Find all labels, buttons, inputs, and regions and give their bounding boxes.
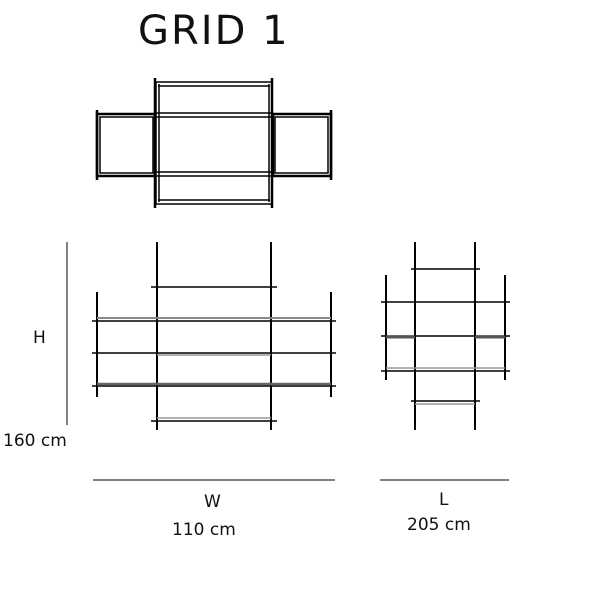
side-view (381, 242, 510, 430)
height-label: H (33, 328, 46, 348)
front-view (92, 242, 336, 430)
width-label: W (204, 492, 221, 512)
length-value: 205 cm (407, 515, 471, 535)
height-value: 160 cm (3, 431, 67, 451)
length-label: L (439, 490, 449, 510)
top-view (95, 78, 333, 208)
width-value: 110 cm (172, 520, 236, 540)
diagram-title: GRID 1 (138, 8, 290, 54)
